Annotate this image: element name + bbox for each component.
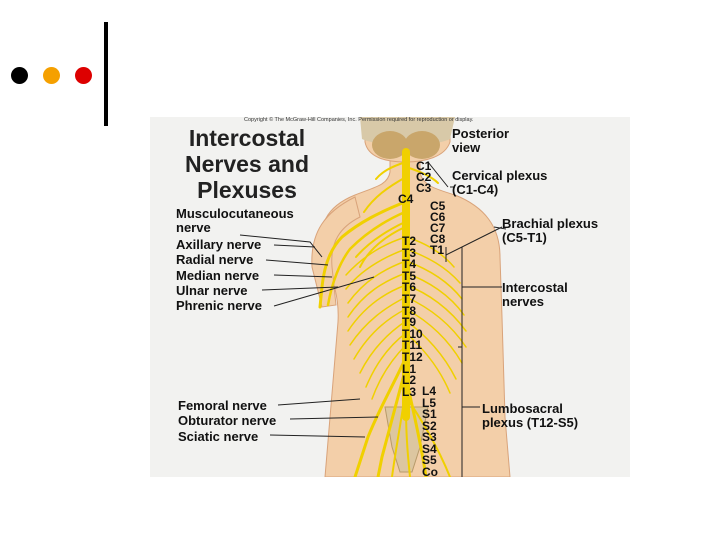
bullet-dot-orange bbox=[43, 67, 60, 84]
bullet-dot-black bbox=[11, 67, 28, 84]
segment-label-l2: L2 bbox=[402, 373, 417, 388]
segment-label-c5: C5 bbox=[430, 199, 446, 213]
segment-label-c3: C3 bbox=[416, 181, 432, 195]
axillary-nerve-label: Axillary nerve bbox=[176, 237, 262, 252]
musculocutaneous-line-1: Musculocutaneous bbox=[176, 206, 294, 221]
segment-label-s3: S3 bbox=[422, 430, 437, 444]
spinal-nerve-illustration bbox=[239, 117, 511, 477]
segment-label-s4: S4 bbox=[422, 441, 437, 456]
segment-label-t6: T6 bbox=[402, 280, 417, 295]
obturator-nerve-label: Obturator nerve bbox=[178, 413, 277, 428]
view-label-line-1: Posterior bbox=[452, 126, 510, 141]
segment-label-t9: T9 bbox=[402, 315, 417, 330]
brachial-line-2: (C5-T1) bbox=[502, 230, 547, 245]
ulnar-nerve-label: Ulnar nerve bbox=[176, 283, 248, 298]
nerve-diagram: Copyright © The McGraw-Hill Companies, I… bbox=[150, 117, 630, 477]
segment-label-t12: T12 bbox=[402, 350, 423, 364]
segment-label-c7: C7 bbox=[430, 221, 446, 235]
cerebellum-left bbox=[372, 131, 408, 159]
copyright-notice: Copyright © The McGraw-Hill Companies, I… bbox=[244, 117, 474, 123]
view-label: Posterior view bbox=[452, 127, 509, 155]
segment-label-c1: C1 bbox=[416, 159, 432, 173]
segment-label-s5: S5 bbox=[422, 453, 437, 467]
segment-label-t7: T7 bbox=[402, 292, 417, 306]
leader-lines bbox=[239, 161, 507, 477]
segment-label-t1: T1 bbox=[430, 243, 445, 257]
segment-label-t5: T5 bbox=[402, 268, 417, 283]
musculocutaneous-nerve-label: Musculocutaneous nerve bbox=[176, 207, 294, 235]
musculocutaneous-line-2: nerve bbox=[176, 220, 211, 235]
segment-label-t8: T8 bbox=[402, 303, 417, 318]
title-line-1: Intercostal bbox=[188, 125, 306, 151]
title-line-3: Plexuses bbox=[197, 177, 297, 203]
segment-label-t2: T2 bbox=[402, 234, 417, 248]
segment-label-c6: C6 bbox=[430, 210, 446, 224]
diagram-title: Intercostal Nerves and Plexuses bbox=[172, 125, 322, 203]
view-label-line-2: view bbox=[452, 140, 481, 155]
segment-label-co: Co bbox=[422, 464, 438, 478]
segment-label-s1: S1 bbox=[422, 407, 437, 421]
brachial-plexus-label: Brachial plexus (C5-T1) bbox=[502, 217, 598, 245]
segment-label-s2: S2 bbox=[422, 418, 437, 433]
intercostal-nerves-label: Intercostal nerves bbox=[502, 281, 568, 309]
cervical-plexus-label: Cervical plexus (C1-C4) bbox=[452, 169, 547, 197]
segment-label-c8: C8 bbox=[430, 232, 446, 246]
segment-label-t3: T3 bbox=[402, 245, 417, 260]
sciatic-nerve-label: Sciatic nerve bbox=[178, 429, 259, 444]
lumbosacral-line-2: plexus (T12-S5) bbox=[482, 415, 579, 430]
cervical-line-2: (C1-C4) bbox=[452, 182, 499, 197]
segment-label-c4: C4 bbox=[398, 192, 414, 206]
brachial-line-1: Brachial plexus bbox=[502, 216, 599, 231]
segment-label-t4: T4 bbox=[402, 257, 417, 272]
lumbosacral-line-1: Lumbosacral bbox=[482, 401, 563, 416]
intercostal-line-2: nerves bbox=[502, 294, 544, 309]
cerebellum-right bbox=[404, 131, 440, 159]
cervical-line-1: Cervical plexus bbox=[452, 168, 548, 183]
segment-label-l1: L1 bbox=[402, 361, 417, 376]
segment-label-t10: T10 bbox=[402, 326, 423, 341]
segment-label-t11: T11 bbox=[402, 338, 423, 353]
radial-nerve-label: Radial nerve bbox=[176, 252, 254, 267]
bullet-dot-red bbox=[75, 67, 92, 84]
segment-label-c2: C2 bbox=[416, 170, 432, 184]
median-nerve-label: Median nerve bbox=[176, 268, 260, 283]
segment-label-l5: L5 bbox=[422, 395, 437, 410]
title-line-2: Nerves and bbox=[184, 151, 309, 177]
lumbosacral-plexus-label: Lumbosacral plexus (T12-S5) bbox=[482, 402, 578, 430]
segment-label-l4: L4 bbox=[422, 384, 437, 398]
phrenic-nerve-label: Phrenic nerve bbox=[176, 298, 262, 313]
femoral-nerve-label: Femoral nerve bbox=[178, 398, 267, 413]
slide-divider bbox=[104, 22, 108, 126]
intercostal-line-1: Intercostal bbox=[502, 280, 568, 295]
segment-label-l3: L3 bbox=[402, 384, 417, 399]
